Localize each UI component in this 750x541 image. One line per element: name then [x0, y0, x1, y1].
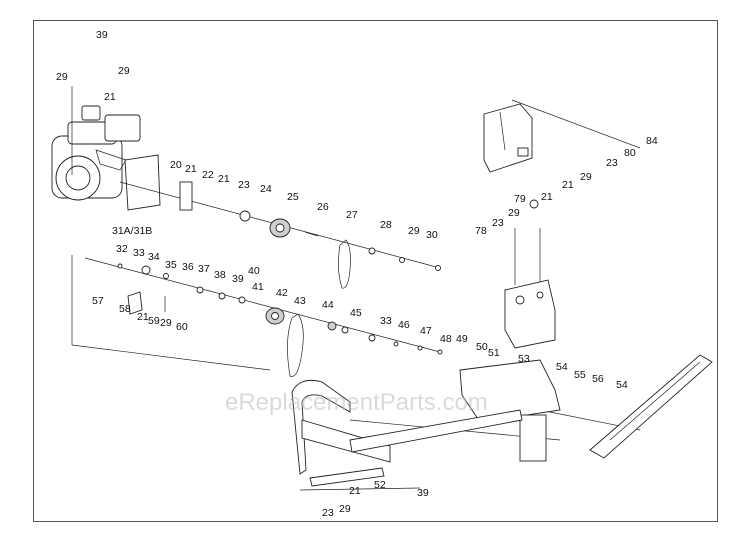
diagram-frame: [33, 20, 718, 522]
belt-cover-assembly: [459, 103, 561, 462]
callout-label: 39: [232, 273, 244, 285]
callout-label: 52: [374, 479, 386, 491]
callout-label: 41: [252, 281, 264, 293]
callout-label: 53: [518, 353, 530, 365]
callout-label: 38: [214, 269, 226, 281]
callout-label: 80: [624, 147, 636, 159]
callout-label: 25: [287, 191, 299, 203]
callout-label: 39: [96, 29, 108, 41]
callout-label: 44: [322, 299, 334, 311]
callout-label: 49: [456, 333, 468, 345]
callout-label: 23: [238, 179, 250, 191]
callout-label: 46: [398, 319, 410, 331]
callout-label: 21: [541, 191, 553, 203]
callout-label: 32: [116, 243, 128, 255]
callout-label: 21: [562, 179, 574, 191]
callout-label: 78: [475, 225, 487, 237]
callout-label: 28: [380, 219, 392, 231]
engine: [51, 105, 161, 211]
callout-label: 37: [198, 263, 210, 275]
callout-label: 29: [160, 317, 172, 329]
callout-label: 51: [488, 347, 500, 359]
callout-label: 29: [118, 65, 130, 77]
callout-label: 54: [556, 361, 568, 373]
callout-label: 39: [417, 487, 429, 499]
callout-label: 21: [185, 163, 197, 175]
callout-label: 20: [170, 159, 182, 171]
watermark: eReplacementParts.com: [225, 389, 488, 416]
callout-label: 27: [346, 209, 358, 221]
callout-label: 45: [350, 307, 362, 319]
callout-label: 48: [440, 333, 452, 345]
callout-label: 29: [508, 207, 520, 219]
callout-label: 34: [148, 251, 160, 263]
callout-label: 54: [616, 379, 628, 391]
callout-label: 79: [514, 193, 526, 205]
callout-label: 26: [317, 201, 329, 213]
callout-label: 40: [248, 265, 260, 277]
callout-label: 23: [606, 157, 618, 169]
callout-label: 55: [574, 369, 586, 381]
callout-label: 23: [492, 217, 504, 229]
assembly-lines: [71, 86, 641, 491]
callout-label: 35: [165, 259, 177, 271]
callout-label: 43: [294, 295, 306, 307]
callout-label: 21: [349, 485, 361, 497]
callout-label: 56: [592, 373, 604, 385]
callout-label: 50: [476, 341, 488, 353]
callout-label: 33: [133, 247, 145, 259]
callout-label: 23: [322, 507, 334, 519]
lower-shaft-hardware: [117, 263, 443, 377]
upper-shaft-hardware: [179, 181, 441, 289]
callout-label: 21: [218, 173, 230, 185]
tine-bar: [589, 354, 713, 459]
callout-label: 21: [137, 311, 149, 323]
callout-label: 60: [176, 321, 188, 333]
callout-label: 58: [119, 303, 131, 315]
callout-label: 84: [646, 135, 658, 147]
callout-label: 31A/31B: [112, 225, 152, 237]
callout-label: 30: [426, 229, 438, 241]
callout-label: 36: [182, 261, 194, 273]
callout-label: 59: [148, 315, 160, 327]
callout-label: 47: [420, 325, 432, 337]
handle-frame: [291, 379, 523, 487]
callout-label: 57: [92, 295, 104, 307]
callout-label: 24: [260, 183, 272, 195]
callout-label: 29: [408, 225, 420, 237]
callout-label: 42: [276, 287, 288, 299]
callout-label: 29: [56, 71, 68, 83]
callout-label: 21: [104, 91, 116, 103]
callout-label: 29: [339, 503, 351, 515]
callout-label: 29: [580, 171, 592, 183]
callout-label: 33: [380, 315, 392, 327]
callout-label: 22: [202, 169, 214, 181]
